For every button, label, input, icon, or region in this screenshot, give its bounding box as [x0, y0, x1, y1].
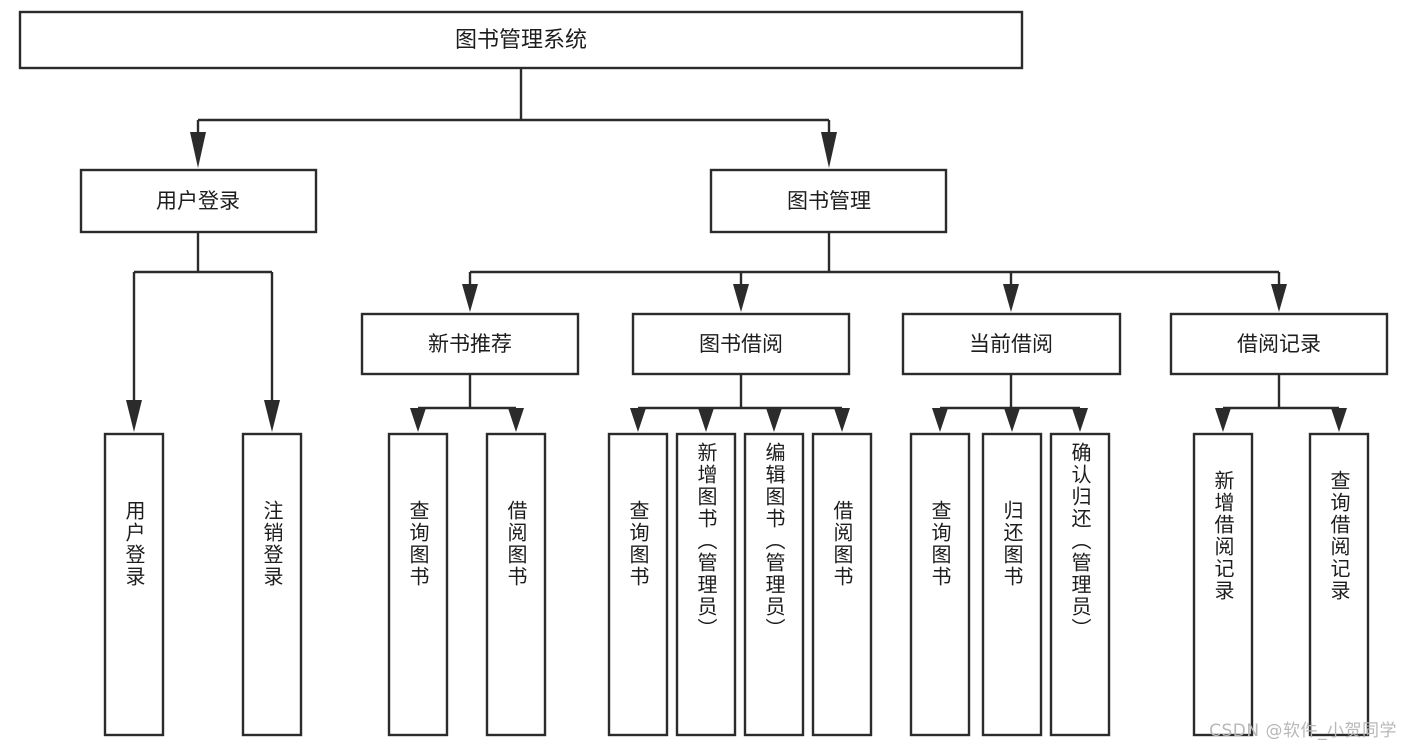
label-root: 图书管理系统: [455, 28, 587, 53]
label-borrow-record: 借阅记录: [1237, 332, 1321, 356]
arrow-to-borrow-record: [1271, 284, 1287, 312]
node-box-current-borrow[interactable]: [901, 312, 1122, 376]
leaf-box-query-book-2[interactable]: [607, 432, 669, 737]
leaf-box-borrow-book-1[interactable]: [485, 432, 547, 737]
leaf-box-add-book[interactable]: [675, 432, 737, 737]
label-book-management: 图书管理: [787, 189, 871, 213]
label-book-borrow: 图书借阅: [699, 332, 783, 356]
leaf-box-query-book-1[interactable]: [387, 432, 449, 737]
arrow-to-leaf-edit-book: [766, 408, 782, 432]
leaf-box-query-book-3[interactable]: [909, 432, 971, 737]
connector-group-currentborrow-to-leaves: [932, 374, 1088, 432]
leaf-box-query-record[interactable]: [1308, 432, 1370, 737]
leaf-box-logout[interactable]: [241, 432, 303, 737]
csdn-watermark: CSDN @软件_小贺同学: [1209, 721, 1397, 741]
node-box-borrow-record[interactable]: [1169, 312, 1389, 376]
node-box-user-login[interactable]: [79, 168, 318, 234]
leaf-box-confirm-return[interactable]: [1049, 432, 1111, 737]
arrow-to-book-borrow: [733, 284, 749, 312]
node-box-new-book-recommend[interactable]: [360, 312, 580, 376]
connector-group-root-to-level2: [190, 68, 837, 168]
arrow-to-leaf-query-book-2: [630, 408, 646, 432]
arrow-to-leaf-query-book-1: [410, 408, 426, 432]
arrow-to-leaf-logout: [264, 400, 280, 432]
node-box-book-borrow[interactable]: [631, 312, 851, 376]
node-box-root[interactable]: [18, 10, 1024, 70]
leaf-box-return-book[interactable]: [981, 432, 1043, 737]
label-new-book-recommend: 新书推荐: [428, 332, 512, 356]
arrow-to-leaf-add-record: [1215, 408, 1231, 432]
connector-group-userlogin-to-leaves: [126, 232, 280, 432]
connector-group-borrowrecord-to-leaves: [1215, 374, 1347, 432]
leaf-box-add-record[interactable]: [1192, 432, 1254, 737]
arrow-to-user-login: [190, 132, 206, 168]
arrow-to-new-book-rec: [462, 284, 478, 312]
leaf-box-borrow-book-2[interactable]: [811, 432, 873, 737]
arrow-to-leaf-add-book: [698, 408, 714, 432]
arrow-to-leaf-borrow-book-2: [834, 408, 850, 432]
leaf-box-user-login[interactable]: [103, 432, 165, 737]
connector-group-bookmgmt-to-level3: [462, 232, 1287, 312]
arrow-to-leaf-user-login: [126, 400, 142, 432]
arrow-to-current-borrow: [1003, 284, 1019, 312]
arrow-to-leaf-borrow-book-1: [508, 408, 524, 432]
connector-group-bookborrow-to-leaves: [630, 374, 850, 432]
node-box-book-management[interactable]: [709, 168, 948, 234]
leaf-box-edit-book[interactable]: [743, 432, 805, 737]
arrow-to-leaf-query-book-3: [932, 408, 948, 432]
arrow-to-leaf-return-book: [1004, 408, 1020, 432]
label-current-borrow: 当前借阅: [969, 332, 1053, 356]
arrow-to-leaf-query-record: [1331, 408, 1347, 432]
arrow-to-leaf-confirm-return: [1072, 408, 1088, 432]
label-user-login: 用户登录: [156, 189, 240, 213]
connector-group-newbook-to-leaves: [410, 374, 524, 432]
arrow-to-book-mgmt: [821, 132, 837, 168]
